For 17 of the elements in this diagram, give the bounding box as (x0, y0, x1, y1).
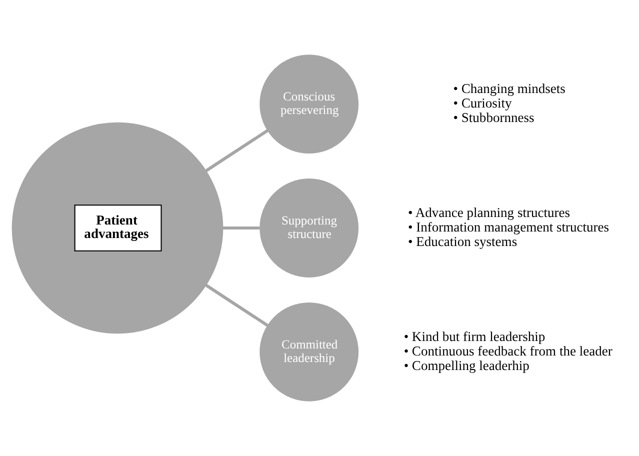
node-label: • Education systems (408, 234, 518, 250)
node-circle: Conscious persevering (260, 54, 359, 154)
node-label: • Continuous feedback from the leader (404, 343, 612, 358)
connector (205, 284, 269, 327)
node-label: • Changing mindsets (453, 81, 566, 96)
node-label: • Information management structures (408, 220, 610, 235)
node-circle: Committed leadership (260, 302, 359, 402)
node-label: • Curiosity (453, 96, 512, 111)
cluster (12, 122, 224, 334)
node-circle: Supporting structure (260, 178, 359, 278)
node-label: • Compelling leaderhip (404, 358, 530, 374)
connector (222, 226, 260, 230)
node-label: • Advance planning structures (408, 204, 570, 220)
node-label: • Kind but firm leadership (404, 328, 546, 344)
node-text: Patient advantages (84, 212, 149, 241)
connector (205, 129, 269, 172)
node-label: • Stubbornness (453, 110, 534, 126)
